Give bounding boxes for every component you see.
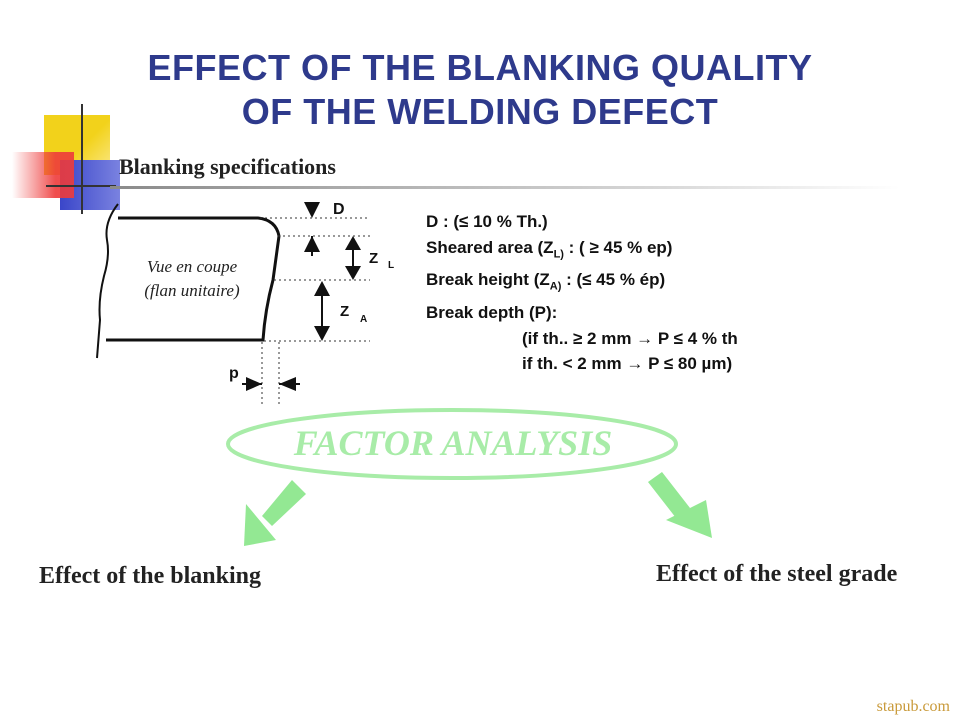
watermark: stapub.com xyxy=(876,698,950,715)
label-section-view: Vue en coupe xyxy=(147,257,238,276)
spec-sheared-area: Sheared area (ZL) : ( ≥ 45 % ep) xyxy=(426,237,673,260)
subtitle-underline xyxy=(110,186,900,189)
zl-arrow-down xyxy=(345,266,361,280)
spec-thin-condition: if th. < 2 mm → P ≤ 80 µm) xyxy=(522,354,733,374)
label-unit-blank: (flan unitaire) xyxy=(144,281,240,300)
label-zl: Z xyxy=(369,250,378,267)
green-arrow-left-icon xyxy=(244,480,306,546)
spec-break-height: Break height (ZA) : (≤ 45 % ép) xyxy=(426,270,666,293)
title-line-2: OF THE WELDING DEFECT xyxy=(241,91,719,132)
label-d: D xyxy=(333,201,345,218)
label-zl-sub: L xyxy=(388,260,394,271)
effect-blanking-label: Effect of the blanking xyxy=(39,563,261,589)
spec-thick-condition: (if th.. ≥ 2 mm → P ≤ 4 % th xyxy=(522,328,738,348)
label-za-sub: A xyxy=(360,314,367,325)
label-za: Z xyxy=(340,303,349,320)
blank-outline xyxy=(96,203,119,359)
za-arrow-up xyxy=(314,281,330,296)
title-line-1: EFFECT OF THE BLANKING QUALITY xyxy=(147,47,813,88)
effect-steel-grade-label: Effect of the steel grade xyxy=(656,561,898,587)
green-arrow-right-icon xyxy=(648,472,712,538)
spec-d: D : (≤ 10 % Th.) xyxy=(426,212,548,231)
page-title: EFFECT OF THE BLANKING QUALITY OF THE WE… xyxy=(0,46,960,134)
decor-red-square xyxy=(12,152,74,198)
blank-cross-section xyxy=(106,216,281,342)
section-subtitle: Blanking specifications xyxy=(119,154,336,179)
p-arrow-left xyxy=(279,377,296,391)
spec-break-depth: Break depth (P): xyxy=(426,303,558,323)
p-arrow-right xyxy=(246,377,262,391)
zl-arrow-up xyxy=(345,236,361,250)
blanking-specs: D : (≤ 10 % Th.) Sheared area (ZL) : ( ≥… xyxy=(426,209,738,377)
decor-vertical-line xyxy=(81,104,83,214)
factor-analysis-ellipse xyxy=(226,408,678,480)
za-arrow-down xyxy=(314,326,330,341)
d-arrow-down xyxy=(304,202,320,218)
decor-horizontal-line xyxy=(46,185,116,187)
factor-analysis-label: FACTOR ANALYSIS xyxy=(293,423,613,463)
label-p: p xyxy=(229,365,239,382)
